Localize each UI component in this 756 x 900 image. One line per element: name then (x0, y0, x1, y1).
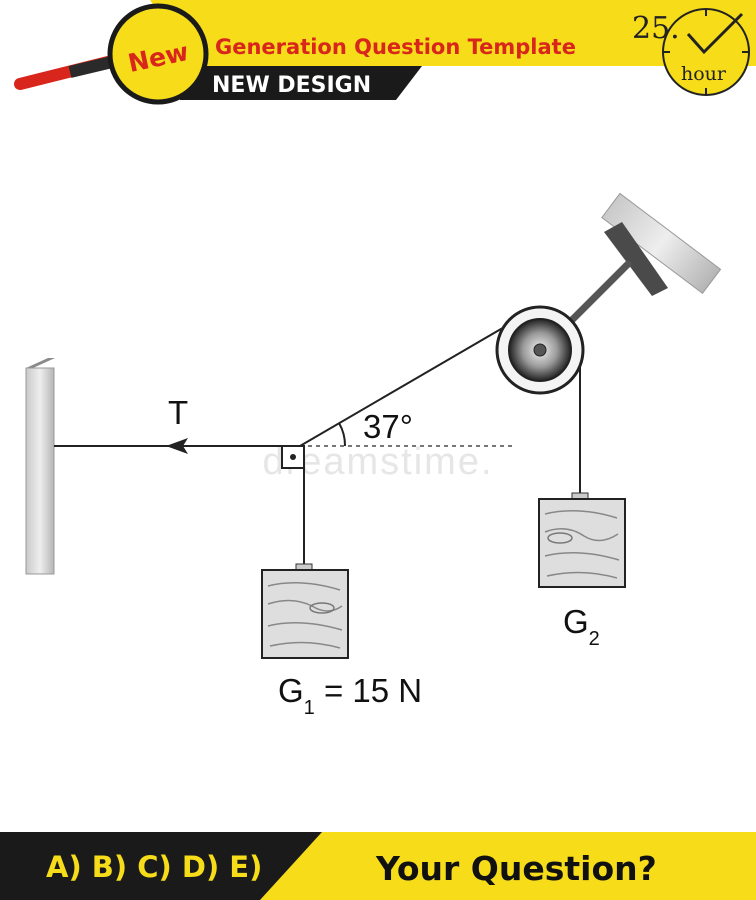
tension-arrow-icon (166, 438, 188, 454)
header-subtitle-bar (180, 66, 422, 100)
footer: A) B) C) D) E) Your Question? (0, 832, 756, 900)
weight2-label: G2 (563, 603, 600, 650)
footer-black-bar (0, 832, 322, 900)
weight1-subscript: 1 (304, 697, 315, 719)
checkmark-icon (686, 12, 744, 55)
tension-label: T (168, 394, 188, 431)
weight2-symbol: G (563, 603, 589, 640)
header: Generation Question Template NEW DESIGN … (14, 0, 756, 105)
timer-number: 25. (632, 11, 680, 46)
timer-unit: hour (681, 63, 727, 85)
pulley (495, 305, 585, 395)
angle-label: 37° (363, 408, 413, 445)
physics-diagram: T 37° G1 = 15 N G2 (25, 192, 722, 719)
header-title: Generation Question Template (215, 35, 576, 59)
header-subtitle: NEW DESIGN (212, 73, 371, 98)
header-yellow-banner (150, 0, 756, 66)
right-ceiling-wall (601, 192, 722, 294)
block-g2 (538, 492, 626, 588)
weight1-symbol: G (278, 672, 304, 709)
right-angle-marker (281, 445, 305, 469)
magnifier-icon (14, 3, 209, 105)
left-wall (25, 358, 55, 575)
question-prompt: Your Question? (375, 849, 657, 888)
weight1-label: G1 = 15 N (278, 672, 422, 719)
weight2-subscript: 2 (589, 628, 600, 650)
block-g1 (261, 563, 349, 659)
clock-icon (662, 8, 750, 96)
weight1-value: = 15 N (315, 672, 422, 709)
angle-arc (338, 422, 347, 447)
answer-options: A) B) C) D) E) (46, 850, 262, 884)
